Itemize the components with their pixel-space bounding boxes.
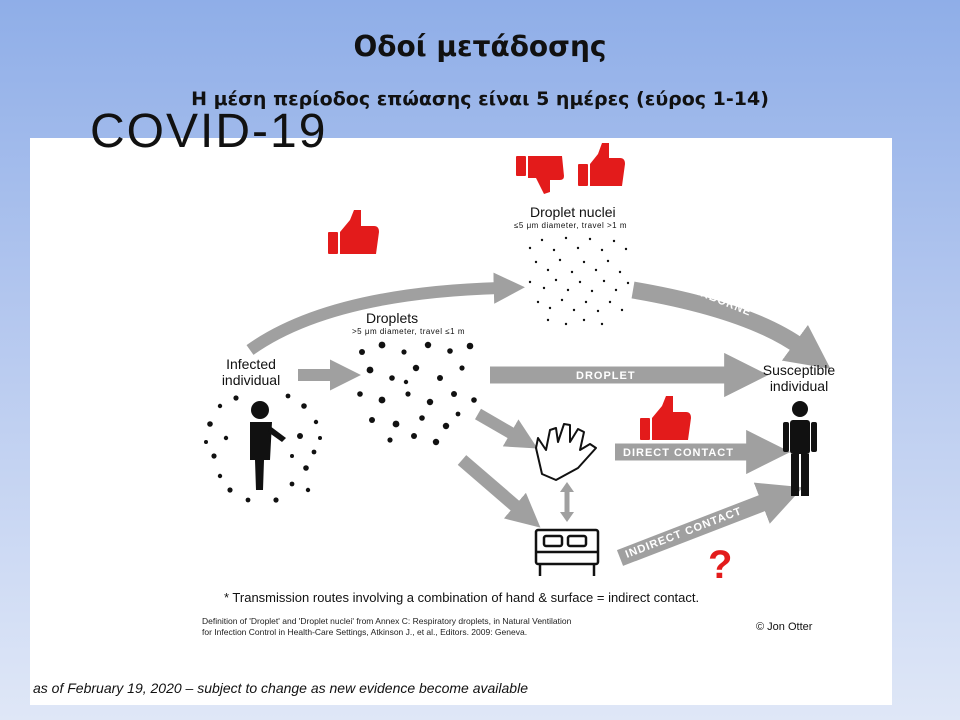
droplets-note: >5 μm diameter, travel ≤1 m	[352, 327, 465, 336]
reference-line: Definition of 'Droplet' and 'Droplet nuc…	[202, 616, 572, 626]
thumbs-up-icon	[640, 396, 691, 440]
direct-contact-label: DIRECT CONTACT	[623, 447, 734, 459]
droplet-label: DROPLET	[576, 370, 636, 382]
person-icon	[250, 401, 286, 490]
droplets-label: Droplets	[366, 310, 419, 326]
droplet-nuclei-cloud	[528, 236, 630, 326]
droplets-cloud	[357, 341, 477, 446]
bed-icon	[534, 528, 600, 576]
droplets-to-hand-arrow	[474, 408, 538, 449]
transmission-diagram: COVID-19 AIRBORNE DROPLET DIRECT CONTACT	[30, 105, 892, 705]
slide-title: Οδοί μετάδοσης	[353, 30, 607, 63]
infected-spray-cloud	[204, 393, 322, 503]
partial-heading: COVID-19	[90, 105, 328, 158]
footnote: * Transmission routes involving a combin…	[224, 590, 700, 605]
copyright: © Jon Otter	[756, 621, 813, 633]
airborne-arrow	[631, 281, 831, 369]
reference-line: for Infection Control in Health-Care Set…	[202, 627, 528, 637]
infected-label: Infected individual	[221, 356, 281, 388]
droplet-nuclei-label: Droplet nuclei	[530, 204, 616, 220]
status-note: as of February 19, 2020 – subject to cha…	[33, 680, 528, 696]
indirect-contact-arrow	[616, 482, 803, 566]
question-mark-icon: ?	[708, 543, 732, 587]
arc-arrow-to-nuclei	[246, 272, 525, 355]
slide-subtitle: Η μέση περίοδος επώασης είναι 5 ημέρες (…	[191, 88, 769, 110]
susceptible-label: Susceptible individual	[762, 362, 836, 394]
diagram-graphics: AIRBORNE DROPLET DIRECT CONTACT INDIRECT…	[204, 143, 831, 587]
thumbs-up-icon	[578, 143, 625, 186]
thumbs-down-icon	[516, 156, 564, 194]
droplets-to-bed-arrow	[457, 455, 541, 528]
thumbs-up-icon	[328, 210, 379, 254]
reference-note: Definition of 'Droplet' and 'Droplet nuc…	[202, 616, 571, 638]
droplet-nuclei-note: ≤5 μm diameter, travel >1 m	[514, 221, 627, 230]
hand-icon	[535, 423, 597, 481]
person-icon	[783, 401, 817, 496]
